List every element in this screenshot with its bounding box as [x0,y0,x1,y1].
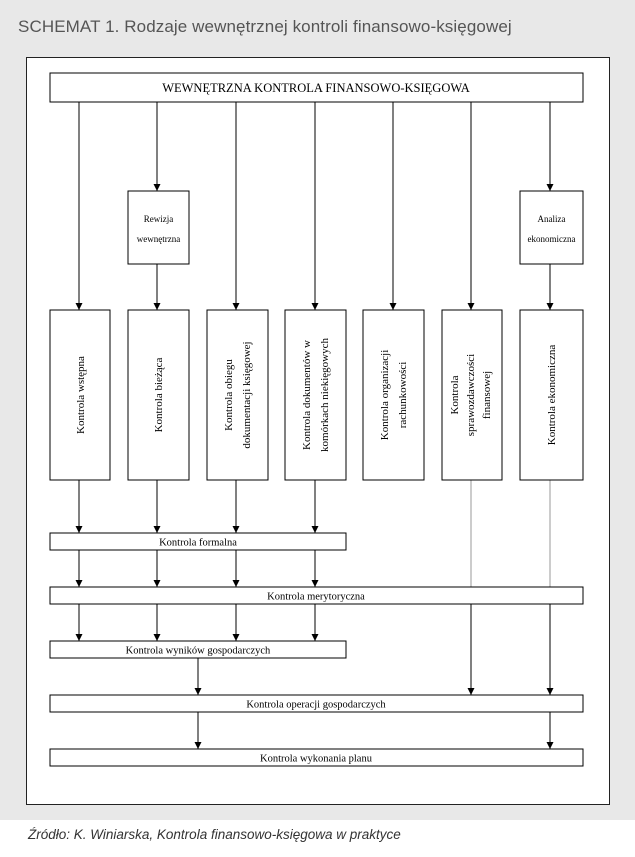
bar-kontrola-merytoryczna: Kontrola merytoryczna [49,586,584,605]
box-analiza-line-2: ekonomiczna [528,234,576,244]
box-kontrola-obiegu-line-1: Kontrola obiegu [223,359,235,431]
box-kontrola-biezaca: Kontrola bieżąca [127,309,190,481]
bar-kontrola-wynikow-label: Kontrola wyników gospodarczych [126,646,271,657]
bar-kontrola-wynikow: Kontrola wyników gospodarczych [49,640,347,659]
bar-kontrola-planu-label: Kontrola wykonania planu [260,754,373,765]
box-kontrola-ekonomiczna: Kontrola ekonomiczna [519,309,584,481]
box-kontrola-biezaca-label: Kontrola bieżąca [153,357,165,432]
box-kontrola-ekonomiczna-label: Kontrola ekonomiczna [546,345,558,446]
bar-kontrola-merytoryczna-label: Kontrola merytoryczna [267,592,365,603]
source-note: Źródło: K. Winiarska, Kontrola finansowo… [28,827,401,842]
bar-kontrola-formalna-label: Kontrola formalna [159,538,237,549]
box-kontrola-sprawozdawczosci-line-3: finansowej [481,371,493,419]
box-kontrola-dokumentow-line-2: komórkach niekięgowych [319,338,331,452]
figure-title: SCHEMAT 1. Rodzaje wewnętrznej kontroli … [18,17,512,36]
bar-kontrola-planu: Kontrola wykonania planu [49,748,584,767]
box-analiza-line-1: Analiza [538,214,566,224]
box-kontrola-obiegu-line-2: dokumentacji księgowej [241,341,253,448]
box-kontrola-organizacji-line-2: rachunkowości [397,362,409,429]
diagram-boxes: WEWNĘTRZNA KONTROLA FINANSOWO-KSIĘGOWA R… [49,72,584,767]
box-rewizja-line-2: wewnętrzna [137,234,180,244]
box-kontrola-wstepna: Kontrola wstępna [49,309,111,481]
box-rewizja-line-1: Rewizja [144,214,174,224]
bar-kontrola-operacji-label: Kontrola operacji gospodarczych [246,700,386,711]
box-analiza: Analiza ekonomiczna [519,190,584,265]
box-kontrola-sprawozdawczosci-line-2: sprawozdawczości [465,354,477,436]
box-kontrola-organizacji: Kontrola organizacji rachunkowości [362,309,425,481]
box-kontrola-sprawozdawczosci-line-1: Kontrola [449,375,461,414]
box-kontrola-dokumentow: Kontrola dokumentów w komórkach niekięgo… [284,309,347,481]
box-kontrola-sprawozdawczosci: Kontrola sprawozdawczości finansowej [441,309,503,481]
top-box: WEWNĘTRZNA KONTROLA FINANSOWO-KSIĘGOWA [49,72,584,103]
top-box-label: WEWNĘTRZNA KONTROLA FINANSOWO-KSIĘGOWA [162,81,470,95]
box-kontrola-dokumentow-line-1: Kontrola dokumentów w [301,340,313,450]
box-rewizja: Rewizja wewnętrzna [127,190,190,265]
bar-kontrola-formalna: Kontrola formalna [49,532,347,551]
bar-kontrola-operacji: Kontrola operacji gospodarczych [49,694,584,713]
box-kontrola-organizacji-line-1: Kontrola organizacji [379,350,391,441]
box-kontrola-obiegu: Kontrola obiegu dokumentacji księgowej [206,309,269,481]
box-kontrola-wstepna-label: Kontrola wstępna [75,356,87,434]
